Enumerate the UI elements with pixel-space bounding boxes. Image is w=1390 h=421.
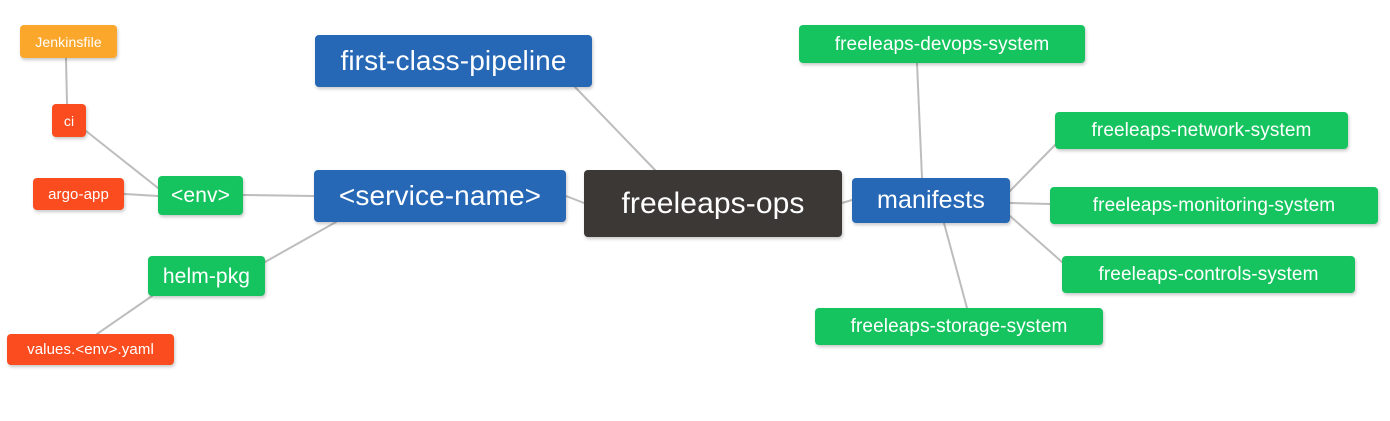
edge-root-to-manifests [841,199,853,204]
mindmap-node-argoapp[interactable]: argo-app [33,178,124,210]
mindmap-node-pipeline[interactable]: first-class-pipeline [315,35,592,87]
edge-manifests-to-storage [943,222,968,309]
mindmap-node-network[interactable]: freeleaps-network-system [1055,112,1348,149]
edge-service-to-helm [264,221,337,263]
edge-helm-to-values [96,295,153,335]
mindmap-node-jenkinsfile[interactable]: Jenkinsfile [20,25,117,58]
mindmap-node-values[interactable]: values.<env>.yaml [7,334,174,365]
edge-manifests-to-devops [916,62,923,179]
mindmap-node-manifests[interactable]: manifests [852,178,1010,223]
edge-service-to-env [242,194,315,197]
edge-manifests-to-network [1009,144,1056,192]
mindmap-node-devops[interactable]: freeleaps-devops-system [799,25,1085,63]
mindmap-node-env[interactable]: <env> [158,176,243,215]
edge-root-to-service [565,195,585,204]
edge-jenkinsfile-to-ci [65,57,68,105]
mindmap-node-storage[interactable]: freeleaps-storage-system [815,308,1103,345]
edge-manifests-to-monitoring [1009,202,1051,205]
edge-pipeline-to-root [574,86,656,171]
mindmap-node-helm[interactable]: helm-pkg [148,256,265,296]
mindmap-node-service[interactable]: <service-name> [314,170,566,222]
mindmap-node-controls[interactable]: freeleaps-controls-system [1062,256,1355,293]
edge-env-to-argoapp [123,193,159,197]
mindmap-node-ci[interactable]: ci [52,104,86,137]
mindmap-node-root[interactable]: freeleaps-ops [584,170,842,237]
mindmap-node-monitoring[interactable]: freeleaps-monitoring-system [1050,187,1378,224]
